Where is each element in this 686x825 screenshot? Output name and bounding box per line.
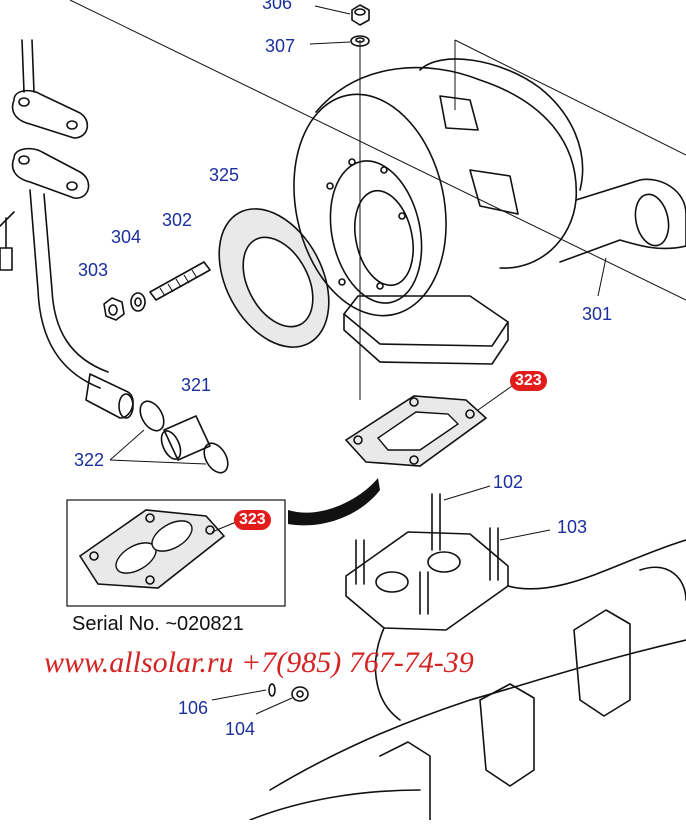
hose-clamps-322 — [109, 400, 229, 474]
label-304: 304 — [111, 227, 142, 247]
label-307: 307 — [265, 36, 296, 56]
turbocharger-301 — [293, 58, 686, 365]
washer-307 — [350, 35, 370, 47]
label-306: 306 — [262, 0, 293, 13]
callout-323-main[interactable]: 323 — [510, 371, 547, 391]
inset-serial-caption: Serial No. ~020821 — [72, 613, 244, 635]
label-102: 102 — [493, 472, 524, 492]
nut-303 — [103, 297, 125, 321]
nut-306 — [351, 4, 370, 26]
label-104: 104 — [225, 719, 256, 739]
hose-321 — [160, 415, 211, 461]
bolt-left — [0, 211, 15, 271]
label-325: 325 — [209, 165, 240, 185]
label-103: 103 — [557, 517, 588, 537]
oil-return-pipe — [11, 147, 134, 419]
exhaust-manifold — [211, 485, 686, 821]
label-321: 321 — [181, 375, 212, 395]
label-322: 322 — [74, 450, 105, 470]
stud-302 — [149, 261, 211, 301]
label-106: 106 — [178, 698, 209, 718]
inset-panel — [66, 499, 286, 607]
label-303: 303 — [78, 260, 109, 280]
watermark-text: www.allsolar.ru +7(985) 767-74-39 — [44, 646, 474, 679]
label-302: 302 — [162, 210, 193, 230]
inset-arrow — [288, 478, 380, 526]
washer-304 — [130, 292, 146, 312]
callout-323-inset[interactable]: 323 — [234, 510, 271, 530]
turbo-outlet-gasket-323 — [344, 385, 513, 467]
oil-line-flange-upper — [11, 39, 89, 139]
turbo-inlet-gasket-325 — [218, 208, 330, 348]
label-301: 301 — [582, 304, 613, 324]
